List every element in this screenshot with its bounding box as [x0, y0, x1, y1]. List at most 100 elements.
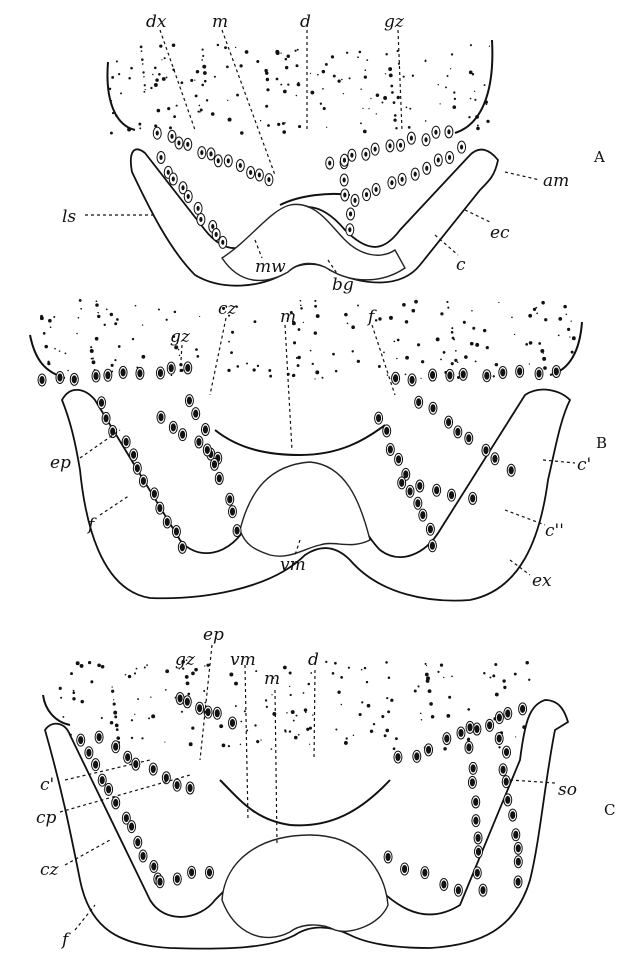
yolk-granule [360, 88, 362, 90]
yolk-granule [243, 710, 246, 713]
yolk-granule [532, 307, 537, 311]
yolk-granule [202, 71, 207, 75]
yolk-granule [70, 672, 73, 676]
yolk-granule [411, 74, 415, 77]
yolk-granule [224, 46, 227, 50]
yolk-granule [202, 54, 205, 58]
yolk-granule [140, 50, 143, 53]
yolk-granule [451, 327, 454, 330]
yolk-granule [202, 64, 207, 69]
yolk-granule [309, 72, 312, 74]
yolk-granule [230, 351, 233, 355]
yolk-granule [383, 95, 388, 100]
cell-nucleus [186, 141, 190, 147]
yolk-granule [405, 355, 409, 360]
cell-nucleus [427, 525, 433, 534]
yolk-granule [388, 67, 393, 71]
yolk-granule [570, 350, 574, 354]
yolk-granule [304, 711, 307, 713]
label-cz-c: cz [40, 860, 60, 880]
yolk-granule [90, 346, 93, 349]
yolk-granule [108, 87, 112, 91]
yolk-granule [178, 668, 181, 670]
yolk-granule [396, 338, 400, 342]
yolk-granule [185, 681, 190, 686]
yolk-granule [90, 680, 94, 684]
yolk-granule [454, 358, 458, 362]
cell-nucleus [170, 133, 174, 139]
cell-nucleus [211, 460, 218, 469]
yolk-granule [383, 734, 387, 738]
cell-nucleus [57, 373, 63, 382]
yolk-granule [203, 689, 206, 692]
yolk-granule [503, 685, 507, 690]
yolk-granule [453, 97, 457, 101]
yolk-granule [114, 723, 119, 728]
yolk-granule [291, 374, 294, 377]
yolk-granule [163, 57, 166, 60]
cell-nucleus [492, 454, 498, 463]
yolk-granule [281, 122, 285, 125]
yolk-granule [321, 69, 326, 74]
yolk-granule [164, 741, 166, 743]
yolk-granule [252, 368, 256, 372]
yolk-granule [439, 103, 441, 105]
yolk-granule [469, 97, 472, 100]
cell-nucleus [186, 193, 190, 199]
yolk-granule [358, 50, 362, 54]
yolk-granule [396, 95, 400, 100]
yolk-granule [288, 671, 292, 675]
yolk-granule [446, 300, 449, 304]
yolk-granule [76, 332, 78, 335]
cell-nucleus [110, 427, 116, 436]
cell-nucleus [105, 371, 111, 380]
label-c2-b: c'' [545, 521, 564, 541]
yolk-granule [133, 672, 137, 675]
yolk-granule [231, 330, 235, 334]
yolk-granule [246, 362, 248, 365]
cell-nucleus [350, 152, 354, 158]
cell-nucleus [455, 427, 461, 436]
yolk-granule [109, 131, 113, 135]
label-m-c: m [264, 669, 280, 689]
yolk-granule [348, 77, 351, 80]
yolk-granule [58, 350, 61, 352]
cell-nucleus [171, 176, 175, 182]
cell-nucleus [140, 476, 146, 485]
yolk-granule [315, 370, 320, 375]
cell-nucleus [159, 154, 163, 160]
yolk-granule [95, 303, 99, 307]
yolk-granule [569, 336, 571, 338]
cell-nucleus [455, 886, 461, 895]
yolk-granule [240, 131, 244, 135]
yolk-granule [340, 675, 344, 679]
yolk-granule [411, 308, 416, 313]
yolk-granule [42, 331, 46, 335]
yolk-granule [80, 699, 84, 704]
yolk-granule [346, 322, 349, 325]
yolk-granule [482, 328, 487, 333]
yolk-granule [213, 75, 216, 78]
yolk-granule [105, 308, 108, 311]
yolk-granule [326, 126, 328, 128]
yolk-granule [351, 325, 355, 330]
figure-c: ep gz vm m d c' cp cz f so C [36, 625, 615, 950]
yolk-granule [227, 117, 232, 122]
yolk-granule [375, 93, 380, 98]
cell-nucleus [415, 499, 421, 508]
yolk-granule [330, 55, 335, 59]
yolk-granule [190, 78, 194, 82]
cell-nucleus [196, 437, 202, 446]
yolk-granule [570, 320, 572, 322]
yolk-granule [227, 99, 229, 102]
cell-nucleus [130, 450, 137, 459]
yolk-granule [111, 689, 115, 693]
cell-nucleus [496, 734, 502, 743]
yolk-granule [511, 316, 513, 319]
yolk-granule [419, 712, 422, 715]
cell-nucleus [200, 150, 204, 156]
yolk-granule [541, 300, 545, 305]
cell-nucleus [429, 541, 435, 550]
yolk-granule [150, 696, 152, 698]
cell-nucleus [409, 135, 413, 141]
